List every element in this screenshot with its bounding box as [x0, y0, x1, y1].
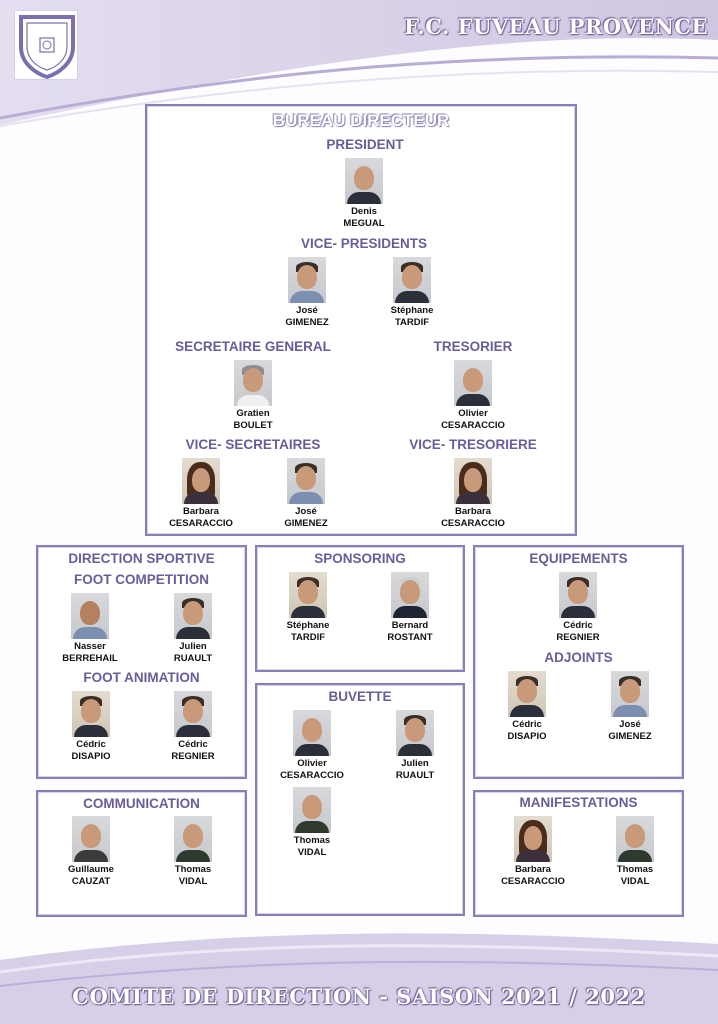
equipements-heading: EQUIPEMENTS	[529, 551, 628, 566]
person-president: Denis MEGUAL	[309, 158, 419, 230]
person-photo	[616, 816, 654, 862]
person-sponsoring-2: Bernard ROSTANT	[355, 572, 465, 644]
person-photo	[559, 572, 597, 618]
tresorier-heading: TRESORIER	[433, 339, 513, 354]
person-adjoint-1: Cédric DISAPIO	[472, 671, 582, 743]
header-swoosh	[0, 0, 718, 127]
person-secretaire-general: Gratien BOULET	[198, 360, 308, 432]
person-vice-president-2: Stéphane TARDIF	[357, 257, 467, 329]
person-photo	[72, 691, 110, 737]
person-photo	[611, 671, 649, 717]
person-foot-competition-2: Julien RUAULT	[138, 593, 248, 665]
president-heading: PRESIDENT	[326, 137, 404, 152]
person-photo	[508, 671, 546, 717]
person-photo	[71, 593, 109, 639]
direction-sportive-heading: DIRECTION SPORTIVE	[68, 551, 215, 566]
person-photo	[174, 593, 212, 639]
person-vice-tresoriere: Barbara CESARACCIO	[418, 458, 528, 530]
foot-competition-heading: FOOT COMPETITION	[74, 572, 209, 587]
person-equipements-lead: Cédric REGNIER	[523, 572, 633, 644]
person-vice-secretaire-1: Barbara CESARACCIO	[146, 458, 256, 530]
person-foot-animation-2: Cédric REGNIER	[138, 691, 248, 763]
person-communication-1: Guillaume CAUZAT	[36, 816, 146, 888]
person-photo	[174, 691, 212, 737]
person-photo	[396, 710, 434, 756]
person-manifestations-2: Thomas VIDAL	[580, 816, 690, 888]
vice-presidents-heading: VICE- PRESIDENTS	[300, 236, 428, 251]
bureau-title: BUREAU DIRECTEUR	[272, 111, 450, 130]
person-communication-2: Thomas VIDAL	[138, 816, 248, 888]
person-vice-president-1: José GIMENEZ	[252, 257, 362, 329]
person-photo	[174, 816, 212, 862]
manifestations-heading: MANIFESTATIONS	[519, 795, 638, 810]
communication-heading: COMMUNICATION	[83, 796, 200, 811]
buvette-heading: BUVETTE	[328, 689, 392, 704]
club-logo	[14, 10, 78, 80]
sponsoring-heading: SPONSORING	[314, 551, 406, 566]
footer-title: COMITE DE DIRECTION - SAISON 2021 / 2022	[72, 984, 646, 1009]
person-buvette-2: Julien RUAULT	[360, 710, 470, 782]
club-crest-icon	[19, 15, 75, 80]
person-sponsoring-1: Stéphane TARDIF	[253, 572, 363, 644]
person-foot-animation-1: Cédric DISAPIO	[36, 691, 146, 763]
person-photo	[288, 257, 326, 303]
person-manifestations-1: Barbara CESARACCIO	[478, 816, 588, 888]
person-buvette-3: Thomas VIDAL	[257, 787, 367, 859]
person-tresorier: Olivier CESARACCIO	[418, 360, 528, 432]
person-photo	[234, 360, 272, 406]
person-photo	[293, 787, 331, 833]
person-photo	[72, 816, 110, 862]
club-title: F.C. FUVEAU PROVENCE	[404, 14, 708, 39]
person-photo	[454, 458, 492, 504]
person-photo	[293, 710, 331, 756]
foot-animation-heading: FOOT ANIMATION	[83, 670, 200, 685]
person-photo	[514, 816, 552, 862]
person-photo	[393, 257, 431, 303]
vice-tresoriere-heading: VICE- TRESORIERE	[409, 437, 537, 452]
person-photo	[391, 572, 429, 618]
person-vice-secretaire-2: José GIMENEZ	[251, 458, 361, 530]
person-buvette-1: Olivier CESARACCIO	[257, 710, 367, 782]
secretaire-general-heading: SECRETAIRE GENERAL	[175, 339, 331, 354]
adjoints-heading: ADJOINTS	[544, 650, 613, 665]
person-foot-competition-1: Nasser BERREHAIL	[35, 593, 145, 665]
person-photo	[454, 360, 492, 406]
direction-sportive-box	[36, 545, 247, 779]
vice-secretaires-heading: VICE- SECRETAIRES	[185, 437, 321, 452]
person-photo	[345, 158, 383, 204]
person-photo	[289, 572, 327, 618]
footer-swoosh	[0, 933, 718, 1024]
person-photo	[182, 458, 220, 504]
person-adjoint-2: José GIMENEZ	[575, 671, 685, 743]
person-photo	[287, 458, 325, 504]
